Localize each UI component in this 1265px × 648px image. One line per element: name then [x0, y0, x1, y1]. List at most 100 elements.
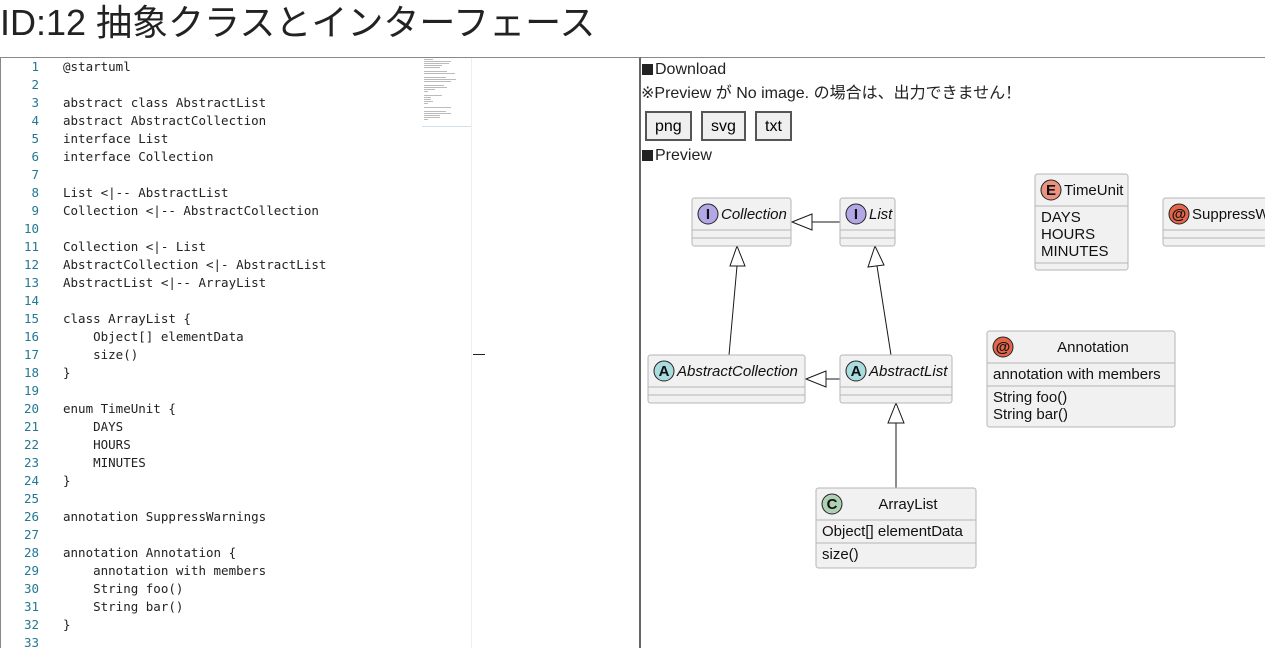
minimap-line	[424, 65, 442, 66]
minimap-line	[424, 97, 432, 98]
code-text: annotation Annotation {	[63, 545, 237, 560]
badge-letter: I	[706, 206, 710, 223]
line-number: 10	[23, 221, 39, 236]
code-text: String bar()	[63, 599, 184, 614]
line-number: 15	[23, 311, 39, 326]
line-number: 23	[23, 455, 39, 470]
member-text: MINUTES	[1041, 243, 1109, 260]
code-text: }	[63, 365, 71, 380]
editor-scrollbar-track[interactable]	[471, 58, 472, 648]
badge-letter: @	[1172, 206, 1187, 223]
badge-letter: A	[851, 363, 862, 380]
stereotype-@-icon	[1168, 203, 1190, 225]
uml-node-abstractlist[interactable]: A AbstractList	[839, 354, 953, 404]
code-text: abstract class AbstractList	[63, 95, 267, 110]
minimap-line	[424, 63, 450, 64]
line-number: 16	[23, 329, 39, 344]
minimap[interactable]	[422, 58, 472, 127]
minimap-line	[424, 95, 442, 96]
minimap-line	[424, 73, 455, 74]
minimap-line	[424, 115, 441, 116]
member-text: String bar()	[993, 406, 1068, 423]
line-number: 22	[23, 437, 39, 452]
line-number: 29	[23, 563, 39, 578]
minimap-line	[424, 59, 433, 60]
line-number: 33	[23, 635, 39, 648]
node-box	[647, 354, 806, 404]
code-text: @startuml	[63, 59, 131, 74]
line-number: 4	[31, 113, 39, 128]
line-number: 14	[23, 293, 39, 308]
preview-heading-text: Preview	[655, 147, 712, 164]
minimap-line	[424, 61, 451, 62]
minimap-line	[424, 89, 435, 90]
line-number: 11	[23, 239, 39, 254]
code-text: interface List	[63, 131, 169, 146]
line-number: 8	[31, 185, 39, 200]
minimap-line	[424, 117, 441, 118]
page-title: ID:12 抽象クラスとインターフェース	[0, 2, 596, 43]
node-name: AbstractList	[868, 363, 948, 380]
inheritance-arrowhead-icon	[804, 370, 827, 388]
preview-heading: Preview	[642, 146, 712, 166]
line-number: 27	[23, 527, 39, 542]
svg-button[interactable]: svg	[701, 111, 746, 141]
minimap-line	[424, 87, 448, 88]
splitter-handle[interactable]	[473, 354, 485, 355]
code-text: }	[63, 617, 71, 632]
code-text: List <|-- AbstractList	[63, 185, 229, 200]
line-number: 3	[31, 95, 39, 110]
line-number: 26	[23, 509, 39, 524]
code-text: HOURS	[63, 437, 131, 452]
inheritance-edge	[876, 265, 892, 356]
stereotype-A-icon	[845, 360, 867, 382]
minimap-line	[424, 111, 446, 112]
line-number: 19	[23, 383, 39, 398]
minimap-line	[424, 67, 441, 68]
line-number: 32	[23, 617, 39, 632]
uml-node-list[interactable]: I List	[839, 197, 896, 247]
stereotype-@-icon	[992, 336, 1014, 358]
minimap-line	[424, 91, 428, 92]
node-box	[815, 487, 977, 569]
line-number: 7	[31, 167, 39, 182]
minimap-line	[424, 81, 451, 82]
badge-letter: A	[659, 363, 670, 380]
inheritance-arrowhead-icon	[729, 244, 746, 267]
download-heading: Download	[642, 60, 726, 80]
inheritance-arrowhead-icon	[867, 244, 885, 268]
line-number: 25	[23, 491, 39, 506]
line-number: 6	[31, 149, 39, 164]
code-text: size()	[63, 347, 139, 362]
txt-button[interactable]: txt	[755, 111, 792, 141]
minimap-line	[424, 113, 451, 114]
line-number: 9	[31, 203, 39, 218]
uml-node-suppress[interactable]: @ SuppressWarnings	[1162, 197, 1265, 247]
uml-node-collection[interactable]: I Collection	[691, 197, 792, 247]
badge-letter: @	[996, 339, 1011, 356]
inheritance-arrowhead-icon	[887, 401, 905, 424]
badge-letter: I	[854, 206, 858, 223]
member-text: DAYS	[1041, 209, 1081, 226]
stereotype-I-icon	[845, 203, 867, 225]
node-name: SuppressWarnings	[1192, 206, 1265, 223]
node-name: Collection	[721, 206, 787, 223]
line-number: 21	[23, 419, 39, 434]
line-number: 28	[23, 545, 39, 560]
member-text: String foo()	[993, 389, 1067, 406]
minimap-line	[424, 77, 446, 78]
png-button[interactable]: png	[645, 111, 692, 141]
minimap-line	[424, 85, 444, 86]
stereotype-C-icon	[821, 493, 843, 515]
node-name: List	[869, 206, 893, 223]
minimap-line	[424, 79, 457, 80]
code-text: MINUTES	[63, 455, 146, 470]
output-pane: Download ※Preview が No image. の場合は、出力できま…	[641, 57, 1265, 640]
line-number: 24	[23, 473, 39, 488]
